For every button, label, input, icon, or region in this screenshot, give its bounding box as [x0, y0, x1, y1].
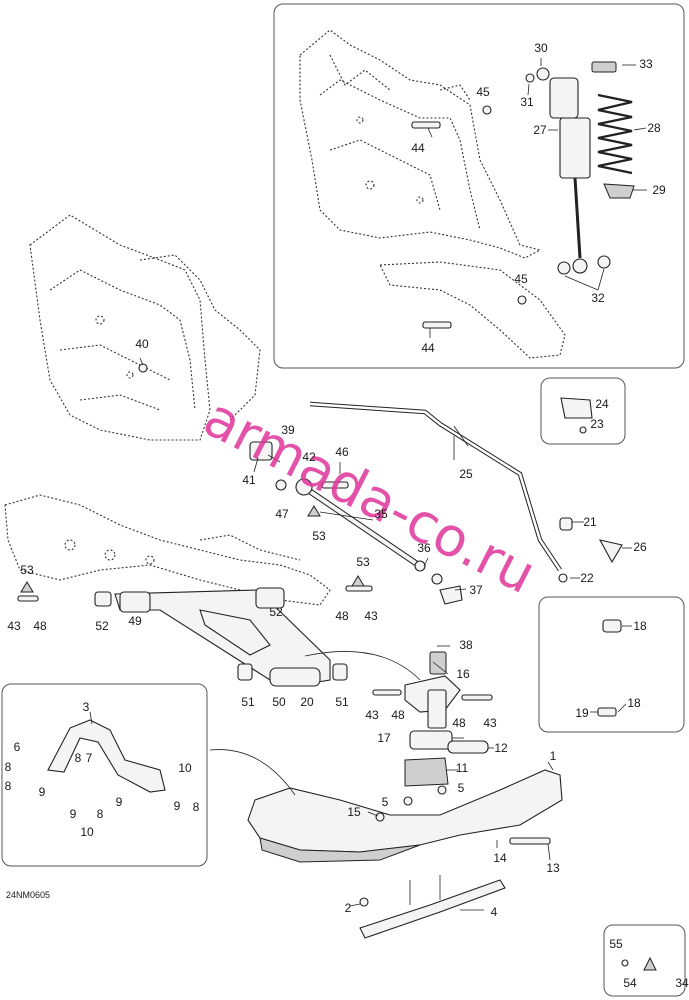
callout-c4: 4: [491, 905, 498, 919]
callout-c25: 25: [459, 467, 473, 481]
callout-c52b: 52: [269, 605, 283, 619]
callout-c48c: 48: [391, 708, 405, 722]
callout-c8e: 8: [5, 760, 12, 774]
callout-c18a: 18: [633, 619, 647, 633]
callout-c15: 15: [347, 805, 361, 819]
callout-c22: 22: [580, 571, 594, 585]
callout-c46: 46: [335, 445, 349, 459]
callout-c40: 40: [135, 337, 149, 351]
callout-c20: 20: [300, 695, 314, 709]
upper-frame-drawing: [299, 29, 566, 359]
callout-c29: 29: [652, 183, 666, 197]
ski-handle: [47, 719, 166, 793]
callout-c9a: 9: [39, 785, 46, 799]
leader-lines: [89, 58, 647, 911]
callout-c53a: 53: [312, 529, 326, 543]
callout-c44a: 44: [411, 141, 425, 155]
spindle: [404, 651, 489, 787]
callout-c26: 26: [633, 540, 647, 554]
callout-c10a: 10: [178, 761, 192, 775]
callout-c2: 2: [345, 901, 352, 915]
callout-c9d: 9: [70, 807, 77, 821]
callout-c35: 35: [374, 507, 388, 521]
callout-c14: 14: [493, 851, 507, 865]
callout-c41: 41: [242, 473, 256, 487]
callout-c12: 12: [494, 741, 508, 755]
lower-frame-drawing: [4, 494, 331, 606]
callout-c30: 30: [534, 41, 548, 55]
callout-c10b: 10: [80, 825, 94, 839]
callout-c11: 11: [456, 761, 469, 775]
ski: [247, 769, 563, 939]
drawing-code: 24NM0605: [6, 890, 50, 900]
callout-c23: 23: [590, 417, 604, 431]
callout-c43a: 43: [7, 619, 21, 633]
callout-c42: 42: [302, 450, 316, 464]
callout-c1: 1: [550, 749, 557, 763]
callout-c47: 47: [275, 507, 289, 521]
callout-c5a: 5: [382, 795, 389, 809]
callout-c8a: 8: [5, 779, 12, 793]
callout-c45a: 45: [476, 85, 490, 99]
callout-c13: 13: [546, 861, 560, 875]
callout-c8d: 8: [97, 807, 104, 821]
callout-c55: 55: [609, 937, 623, 951]
watermark: armada-co.ru: [194, 385, 545, 606]
callout-c43c: 43: [365, 708, 379, 722]
callout-c33: 33: [639, 57, 653, 71]
callout-c45b: 45: [514, 272, 528, 286]
callout-c19: 19: [575, 706, 589, 720]
callout-c53c: 53: [20, 563, 34, 577]
callout-c37: 37: [469, 583, 483, 597]
shock-absorber: [525, 61, 617, 275]
callout-c38: 38: [459, 638, 473, 652]
callout-c32: 32: [591, 291, 605, 305]
callout-c39: 39: [281, 423, 295, 437]
callout-c48b: 48: [335, 609, 349, 623]
main-frame-drawing: [29, 214, 261, 441]
callout-c24: 24: [595, 397, 609, 411]
hardware: [17, 105, 657, 971]
detail-box-bushing: [538, 596, 685, 733]
callout-c16: 16: [456, 667, 470, 681]
callout-c48a: 48: [33, 619, 47, 633]
callout-c3: 3: [83, 700, 90, 714]
shock-spring: [597, 93, 635, 199]
callout-c28: 28: [647, 121, 661, 135]
callout-c53b: 53: [356, 555, 370, 569]
tie-rod: [295, 478, 463, 605]
callout-c5b: 5: [458, 781, 465, 795]
callout-c8b: 8: [75, 751, 82, 765]
callout-c9c: 9: [174, 799, 181, 813]
detail-box-rivet: [603, 924, 686, 997]
callout-c18b: 18: [627, 696, 641, 710]
callout-c31: 31: [520, 95, 534, 109]
callout-c54: 54: [623, 976, 637, 990]
callout-c7: 7: [86, 751, 93, 765]
detail-box-plate: [540, 377, 626, 445]
callout-c8c: 8: [193, 800, 200, 814]
callout-c50: 50: [272, 695, 286, 709]
callout-c9b: 9: [116, 795, 123, 809]
callout-c43d: 43: [483, 716, 497, 730]
callout-c52a: 52: [95, 619, 109, 633]
callout-c21: 21: [583, 515, 597, 529]
a-arm: [94, 587, 348, 687]
callout-c17: 17: [377, 731, 391, 745]
callout-c6: 6: [14, 740, 21, 754]
callout-c48d: 48: [452, 716, 466, 730]
callout-c36: 36: [417, 541, 431, 555]
callout-c34: 34: [675, 976, 689, 990]
callout-c49: 49: [128, 614, 142, 628]
callout-c43b: 43: [364, 609, 378, 623]
detail-box-shock: [273, 3, 685, 369]
callout-c27: 27: [533, 123, 547, 137]
callout-c51b: 51: [335, 695, 349, 709]
sway-bar: [309, 401, 562, 572]
callout-c51a: 51: [241, 695, 255, 709]
callout-c44b: 44: [421, 341, 435, 355]
detail-box-handle: [1, 683, 208, 867]
